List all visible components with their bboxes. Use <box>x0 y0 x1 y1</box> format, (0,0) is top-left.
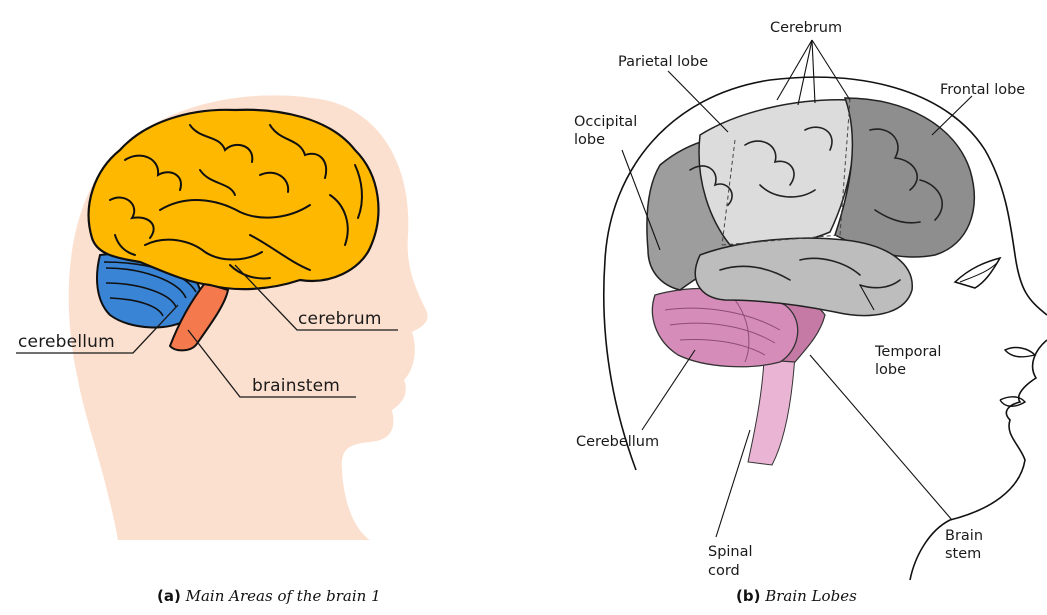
parietal-lobe-label-b: Parietal lobe <box>618 54 708 70</box>
caption-b: (b) Brain Lobes <box>736 587 857 605</box>
spinal-label-b-1: Spinal <box>708 544 753 560</box>
cerebellum-label-b: Cerebellum <box>576 434 659 450</box>
spinal-cord-b <box>748 355 795 465</box>
brain-stem-label-b-1: Brain <box>945 528 983 544</box>
face-profile-b <box>910 340 1047 580</box>
caption-a-tag: (a) <box>157 587 181 605</box>
cerebrum-label-a: cerebrum <box>298 309 382 329</box>
spinal-label-b-2: cord <box>708 563 740 579</box>
caption-a: (a) Main Areas of the brain 1 <box>157 587 381 605</box>
occipital-label-b-2: lobe <box>574 132 605 148</box>
occipital-label-b-1: Occipital <box>574 114 637 130</box>
brainstem-label-a: brainstem <box>252 376 340 396</box>
eye-b <box>955 258 1000 288</box>
temporal-label-b-2: lobe <box>875 362 906 378</box>
parietal-lobe-b <box>699 100 854 246</box>
caption-a-text: Main Areas of the brain 1 <box>186 587 381 605</box>
frontal-lobe-b <box>835 98 974 257</box>
frontal-lobe-label-b: Frontal lobe <box>940 82 1025 98</box>
caption-b-text: Brain Lobes <box>765 587 857 605</box>
figure-a-diagram: cerebrum cerebellum brainstem <box>16 95 428 540</box>
nostril-b <box>1005 348 1035 357</box>
temporal-label-b-1: Temporal <box>874 344 941 360</box>
caption-b-tag: (b) <box>736 587 760 605</box>
cerebellum-label-a: cerebellum <box>18 332 115 352</box>
figure-b-diagram: Cerebrum Parietal lobe Frontal lobe Occi… <box>574 20 1047 580</box>
cerebrum-label-b: Cerebrum <box>770 20 842 36</box>
brain-stem-label-b-2: stem <box>945 546 981 562</box>
